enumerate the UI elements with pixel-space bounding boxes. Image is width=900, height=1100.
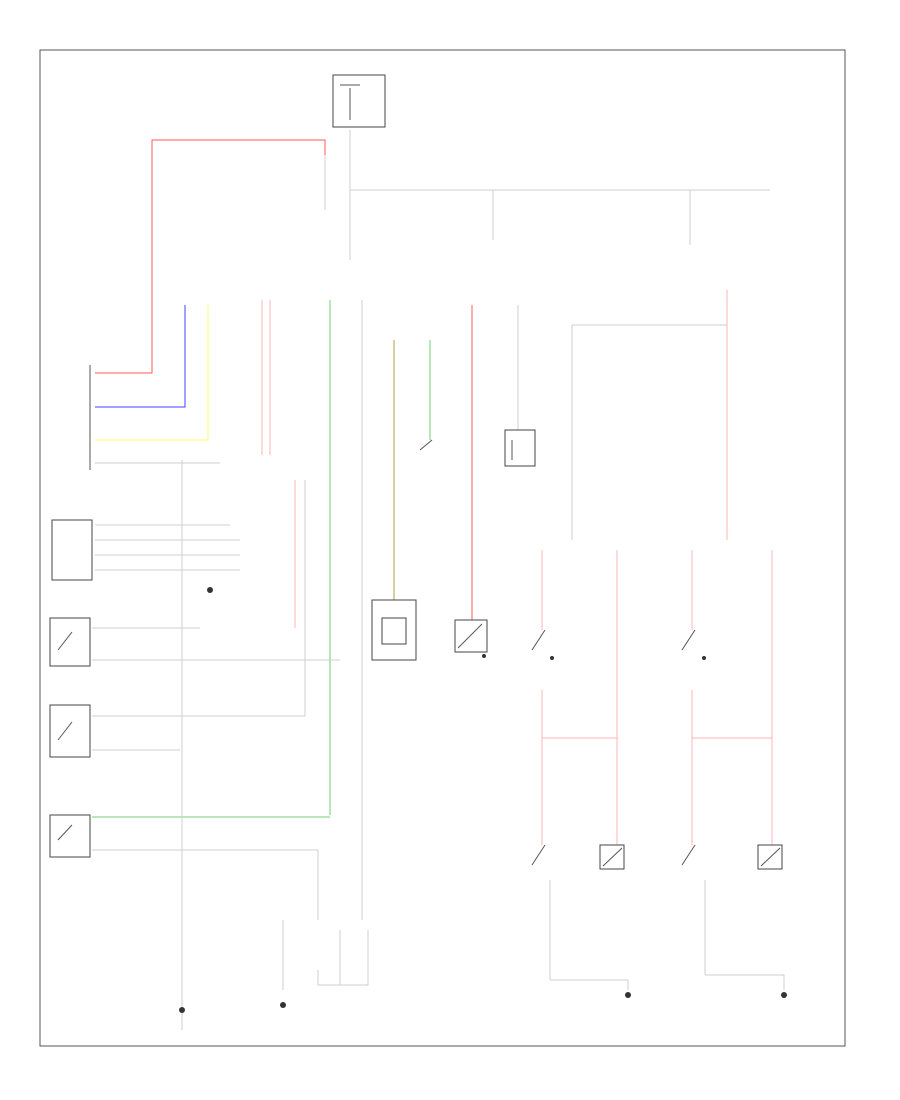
connector-row bbox=[261, 300, 519, 920]
right-rear-door-lock-actuator bbox=[531, 844, 551, 980]
junction-connector bbox=[280, 920, 369, 1008]
door-lock-position-switch bbox=[49, 704, 305, 758]
left-front-door-lock-switch bbox=[681, 629, 706, 660]
left-rear-door-lock-actuator bbox=[681, 844, 706, 975]
right-feed-branch bbox=[571, 290, 728, 540]
main-bus bbox=[324, 130, 770, 260]
right-front-door-lock-motor bbox=[550, 844, 631, 998]
door-lock-relay bbox=[371, 599, 417, 661]
left-vertical-link bbox=[294, 480, 306, 716]
door-lock-switch-mid bbox=[419, 439, 433, 451]
diagram-frame bbox=[39, 49, 846, 1047]
left-module-feeds bbox=[95, 139, 326, 464]
rear-door-lock-actuator bbox=[504, 429, 536, 467]
ground-left bbox=[179, 460, 213, 1030]
driver-door-lock-switch bbox=[49, 617, 340, 667]
fuse-block-top bbox=[332, 74, 386, 128]
right-verticals bbox=[541, 550, 773, 845]
driver-door-module bbox=[51, 365, 240, 581]
driver-door-unlock-switch bbox=[49, 814, 330, 920]
right-front-door-lock-switch bbox=[531, 629, 554, 660]
back-door-lock-actuator bbox=[454, 619, 488, 658]
left-front-door-lock-motor bbox=[705, 844, 787, 998]
